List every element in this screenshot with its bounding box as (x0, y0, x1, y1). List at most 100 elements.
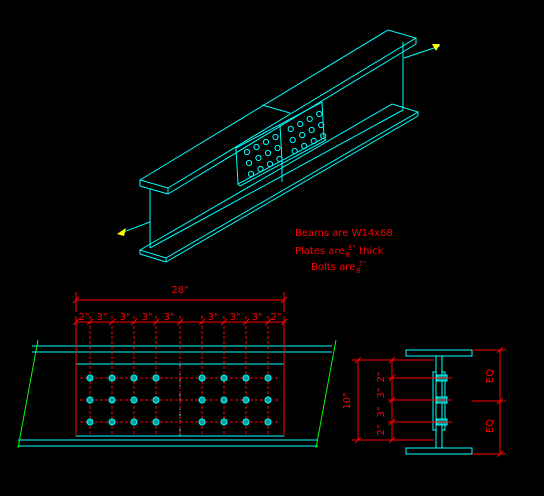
section-dim-tick (496, 346, 504, 354)
iso-bolt (299, 131, 306, 139)
plan-break-right (315, 339, 337, 449)
iso-bolt (253, 143, 260, 151)
iso-bolt (316, 110, 323, 118)
notes-block: Beams are W14x68 Plates are 3"8 thick Bo… (295, 228, 393, 275)
plan-bolt (264, 374, 272, 382)
iso-bolt (301, 142, 308, 150)
iso-bolt (255, 154, 262, 162)
plan-bolt (108, 396, 116, 404)
plan-bolt (130, 374, 138, 382)
plan-bolt (108, 374, 116, 382)
iso-bolt (289, 136, 296, 144)
plan-bolt (130, 396, 138, 404)
plan-bolt (220, 418, 228, 426)
plan-bolt-group (86, 374, 272, 426)
section-eq-top: EQ (485, 369, 496, 383)
iso-bolt (257, 165, 264, 173)
section-spacing-labels: 2" 3" 3" 2" (376, 372, 387, 436)
plan-bolt (130, 418, 138, 426)
plan-bolt (152, 396, 160, 404)
beam-top-flange (138, 29, 418, 189)
plan-dim-tick (72, 318, 80, 326)
plan-dim-tick (108, 318, 116, 326)
plan-view: 28" 2" 3" 3" 3" 3" 3" 3" 3" 2" (17, 285, 337, 449)
plan-bolt (152, 418, 160, 426)
plan-spacing-labels: 2" 3" 3" 3" 3" 3" 3" 3" 2" (79, 312, 282, 323)
section-top-flange (405, 349, 473, 357)
plan-spacing-label: 2" (271, 312, 282, 323)
section-spacing-label: 2" (376, 372, 387, 383)
plan-spacing-label: 3" (252, 312, 263, 323)
arrow-right-line (403, 45, 441, 59)
plan-dim-tick (72, 296, 80, 304)
plan-bolt (152, 374, 160, 382)
section-view: 10" 2" 3" 3" 2" EQ EQ (342, 346, 506, 458)
direction-arrows (117, 44, 441, 236)
plan-bolt (86, 418, 94, 426)
iso-bolt (245, 159, 253, 167)
plan-dim-tick (152, 318, 160, 326)
iso-bolt (308, 126, 315, 134)
iso-bolt (320, 132, 327, 140)
plan-dim-tick (264, 318, 272, 326)
note-bolts: Bolts are 7"8 (311, 260, 366, 275)
plan-dim-tick (242, 318, 250, 326)
plan-spacing-label: 3" (120, 312, 131, 323)
plan-bolt (242, 418, 250, 426)
plan-bolt (108, 418, 116, 426)
plan-bolt (264, 418, 272, 426)
section-dim-tick (354, 436, 362, 444)
plan-spacing-label: 3" (97, 312, 108, 323)
iso-bolt (264, 149, 272, 157)
plan-dim-tick (280, 296, 288, 304)
plan-dim-tick (130, 318, 138, 326)
section-dimension-lines (352, 346, 506, 458)
iso-bolt (291, 147, 298, 155)
plan-bolt (86, 374, 94, 382)
isometric-beam-view (138, 29, 420, 263)
section-dim-tick (496, 450, 504, 458)
plan-spacing-label: 3" (142, 312, 153, 323)
plan-dim-tick (220, 318, 228, 326)
section-eq-bottom: EQ (485, 419, 496, 433)
plan-break-left (17, 339, 39, 449)
section-spacing-label: 3" (376, 388, 387, 399)
section-dim-tick (388, 436, 396, 444)
section-bolt-group (430, 374, 452, 426)
section-dim-tick (496, 397, 504, 405)
plan-bolt (198, 418, 206, 426)
section-eq-labels: EQ EQ (485, 369, 496, 433)
iso-bolt (318, 121, 325, 129)
iso-bolt (247, 170, 255, 178)
plan-overall-dimension: 28" (171, 285, 188, 296)
plan-spacing-label: 3" (208, 312, 219, 323)
section-spacing-label: 2" (376, 425, 387, 436)
plan-bolt (198, 396, 206, 404)
plan-bolt (264, 396, 272, 404)
plan-bolt (198, 374, 206, 382)
plan-bolt (242, 374, 250, 382)
iso-bolt (297, 120, 304, 128)
section-bottom-flange (405, 447, 473, 455)
plan-bolt (220, 374, 228, 382)
section-dim-tick (354, 356, 362, 364)
note-beams: Beams are W14x68 (295, 228, 393, 239)
plan-dim-tick (86, 318, 94, 326)
section-splice-plate-left (432, 371, 437, 431)
iso-bolt (310, 137, 317, 145)
iso-bolt (287, 125, 294, 133)
section-overall-dimension: 10" (342, 392, 353, 409)
plan-dim-tick (280, 318, 288, 326)
iso-bolt (274, 144, 281, 152)
iso-bolt (272, 133, 279, 141)
plan-spacing-label: 3" (164, 312, 175, 323)
iso-bolt (266, 160, 274, 168)
iso-bolt (306, 115, 313, 123)
plan-dim-tick (176, 318, 184, 326)
section-spacing-label: 3" (376, 407, 387, 418)
plan-bolt (242, 396, 250, 404)
arrow-right-head (432, 44, 440, 51)
iso-bolt (243, 148, 251, 156)
plan-bolt (220, 396, 228, 404)
